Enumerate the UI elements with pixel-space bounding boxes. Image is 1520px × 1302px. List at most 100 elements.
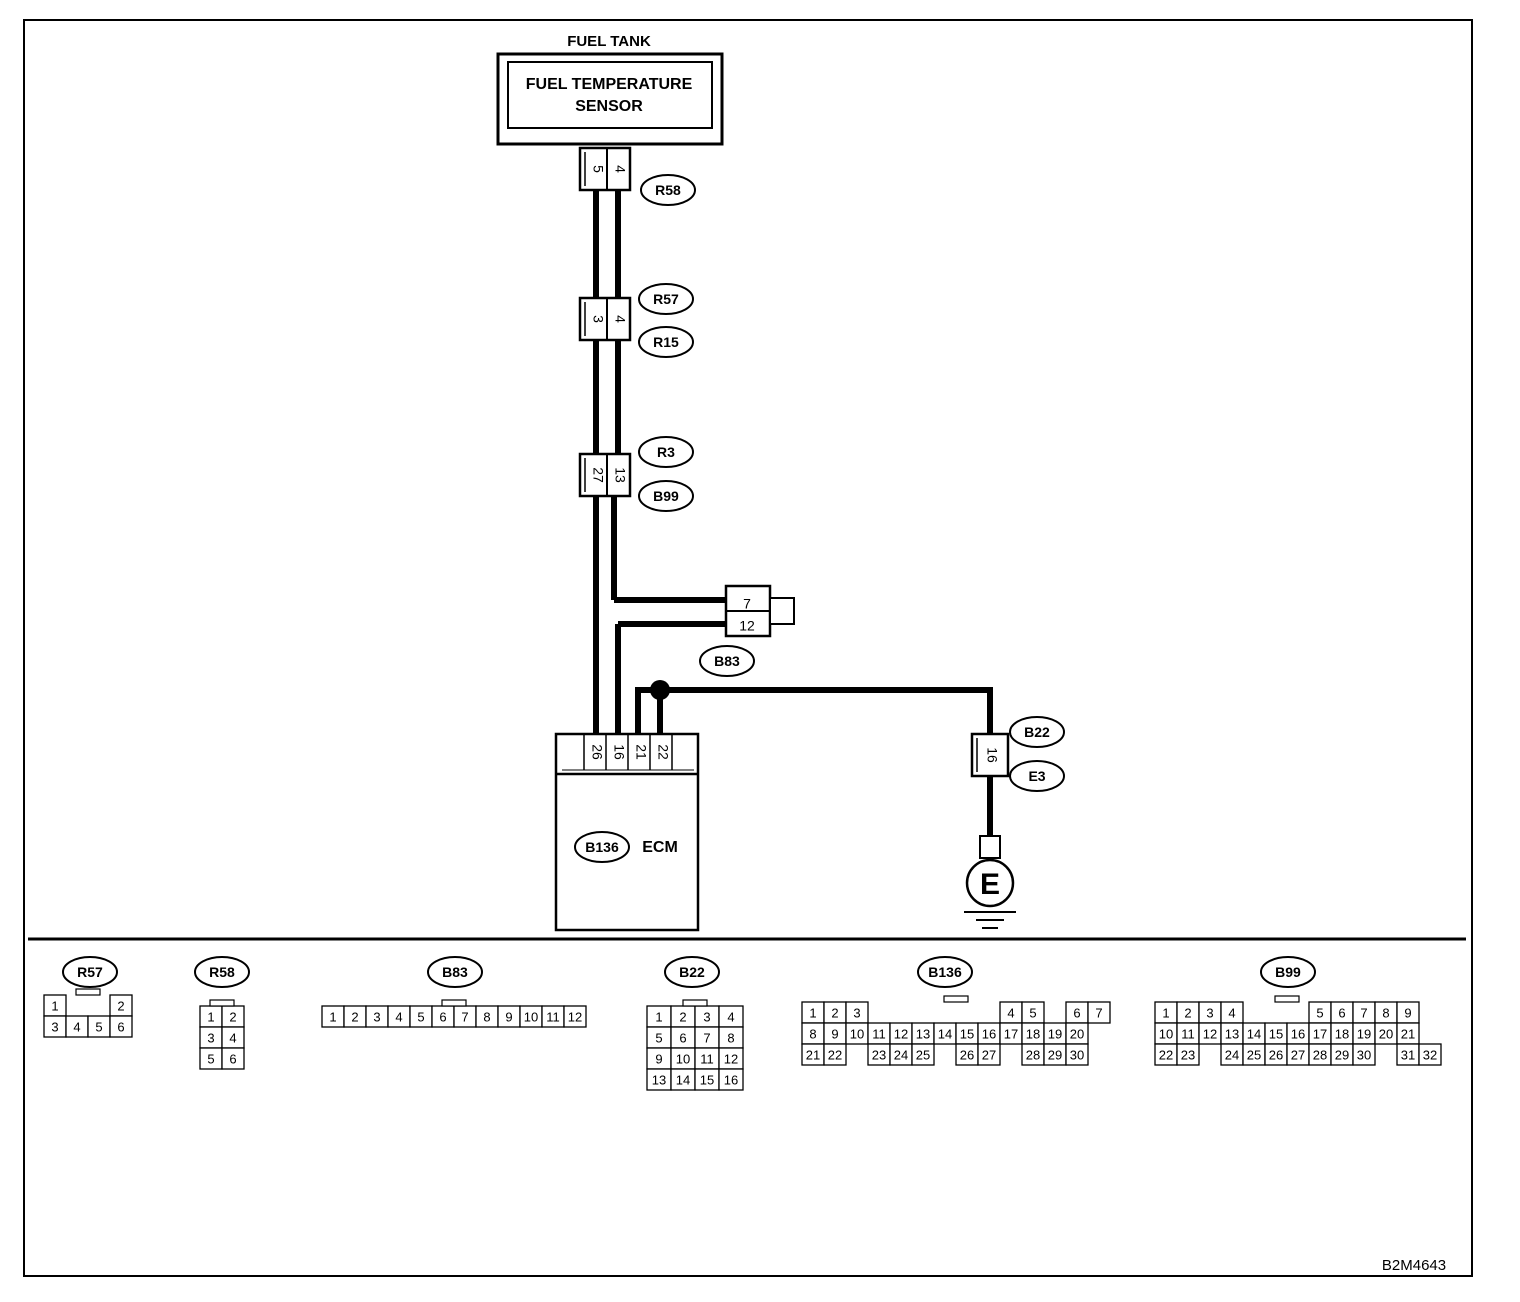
- pin-label: 19: [1357, 1027, 1371, 1042]
- r57-pin-4: 4: [612, 315, 628, 323]
- sensor-label-line1: FUEL TEMPERATURE: [526, 76, 693, 93]
- connector-tag-r3: R3: [638, 436, 694, 468]
- pin-label: 3: [373, 1010, 380, 1025]
- pin-label: 8: [727, 1031, 734, 1046]
- pin-label: 24: [894, 1048, 908, 1063]
- pin-cell: [563, 1005, 587, 1028]
- pin-label: 20: [1070, 1027, 1084, 1042]
- pin-label: 2: [1184, 1006, 1191, 1021]
- pin-label: 6: [229, 1052, 236, 1067]
- pin-label: 9: [1404, 1006, 1411, 1021]
- pin-cell: [823, 1043, 847, 1066]
- connector-view-tag-b99-text: B99: [1275, 964, 1301, 980]
- outer-frame: [23, 19, 1473, 1277]
- pin-label: 27: [1291, 1048, 1305, 1063]
- splice-point: [650, 680, 670, 700]
- pin-label: 7: [461, 1010, 468, 1025]
- pin-label: 11: [546, 1010, 560, 1025]
- pin-label: 4: [1228, 1006, 1235, 1021]
- fuel-temperature-sensor-box: [507, 61, 713, 129]
- connector-view-tag-r57: R57: [62, 956, 118, 988]
- connector-tag-r57-text: R57: [653, 291, 679, 307]
- pin-label: 22: [1159, 1048, 1173, 1063]
- ecm-label: ECM: [642, 839, 678, 856]
- pin-label: 30: [1357, 1048, 1371, 1063]
- pin-label: 24: [1225, 1048, 1239, 1063]
- pin-label: 13: [916, 1027, 930, 1042]
- pin-label: 5: [417, 1010, 424, 1025]
- fuel-tank-label: FUEL TANK: [567, 33, 651, 50]
- ecm-connector-tag-text: B136: [585, 839, 619, 855]
- pin-label: 8: [809, 1027, 816, 1042]
- pin-label: 9: [655, 1052, 662, 1067]
- pin-label: 6: [117, 1020, 124, 1035]
- connector-b83: 7 12: [724, 584, 795, 638]
- pin-label: 8: [1382, 1006, 1389, 1021]
- connector-tag-r15: R15: [638, 326, 694, 358]
- connector-tag-b99-text: B99: [653, 488, 679, 504]
- pin-label: 10: [850, 1027, 864, 1042]
- pin-label: 12: [894, 1027, 908, 1042]
- pin-label: 9: [505, 1010, 512, 1025]
- pin-label: 10: [524, 1010, 538, 1025]
- b22-pin-16: 16: [984, 747, 1000, 763]
- connector-tag-r57: R57: [638, 283, 694, 315]
- pin-label: 16: [1291, 1027, 1305, 1042]
- connector-tag-r58-text: R58: [655, 182, 681, 198]
- pin-cell: [1087, 1001, 1111, 1024]
- pin-label: 31: [1401, 1048, 1415, 1063]
- connector-view-tag-b22: B22: [664, 956, 720, 988]
- pin-label: 27: [982, 1048, 996, 1063]
- pin-label: 1: [329, 1010, 336, 1025]
- wire-ground: [660, 687, 993, 734]
- pin-cell: [1176, 1043, 1200, 1066]
- pin-label: 4: [229, 1031, 236, 1046]
- connector-tag-r3-text: R3: [657, 444, 675, 460]
- connector-view-tag-b83-text: B83: [442, 964, 468, 980]
- pin-label: 5: [655, 1031, 662, 1046]
- ecm-pin-22: 22: [655, 744, 671, 760]
- pin-label: 15: [1269, 1027, 1283, 1042]
- pin-label: 3: [1206, 1006, 1213, 1021]
- pin-label: 5: [207, 1052, 214, 1067]
- pin-label: 23: [1181, 1048, 1195, 1063]
- connector-tag-b83: B83: [699, 645, 755, 677]
- pin-label: 5: [1029, 1006, 1036, 1021]
- pin-label: 18: [1026, 1027, 1040, 1042]
- connector-view-tag-r58-text: R58: [209, 964, 235, 980]
- pin-label: 6: [1073, 1006, 1080, 1021]
- pin-label: 4: [727, 1010, 734, 1025]
- b99-pin-27: 27: [590, 467, 606, 483]
- pin-label: 1: [207, 1010, 214, 1025]
- sensor-label-line2: SENSOR: [575, 98, 643, 115]
- pin-label: 3: [51, 1020, 58, 1035]
- pin-cell: [109, 1015, 133, 1038]
- pin-label: 6: [1338, 1006, 1345, 1021]
- pin-label: 32: [1423, 1048, 1437, 1063]
- connector-tag-e3-text: E3: [1028, 768, 1045, 784]
- connector-view-tag-b99: B99: [1260, 956, 1316, 988]
- pin-label: 15: [700, 1073, 714, 1088]
- pin-label: 2: [351, 1010, 358, 1025]
- pin-label: 17: [1313, 1027, 1327, 1042]
- pin-label: 26: [960, 1048, 974, 1063]
- pin-label: 2: [229, 1010, 236, 1025]
- pin-label: 10: [676, 1052, 690, 1067]
- connector-tag-r15-text: R15: [653, 334, 679, 350]
- pin-label: 10: [1159, 1027, 1173, 1042]
- pin-label: 21: [1401, 1027, 1415, 1042]
- connector-tag-b22: B22: [1009, 716, 1065, 748]
- pin-label: 11: [1181, 1027, 1195, 1042]
- pin-label: 15: [960, 1027, 974, 1042]
- pin-label: 4: [395, 1010, 402, 1025]
- pin-label: 13: [1225, 1027, 1239, 1042]
- pin-label: 14: [676, 1073, 690, 1088]
- ecm-pin-16: 16: [611, 744, 627, 760]
- connector-view-tag-b136-text: B136: [928, 964, 962, 980]
- pin-label: 22: [828, 1048, 842, 1063]
- connector-r57-r15: 3 4: [578, 296, 632, 342]
